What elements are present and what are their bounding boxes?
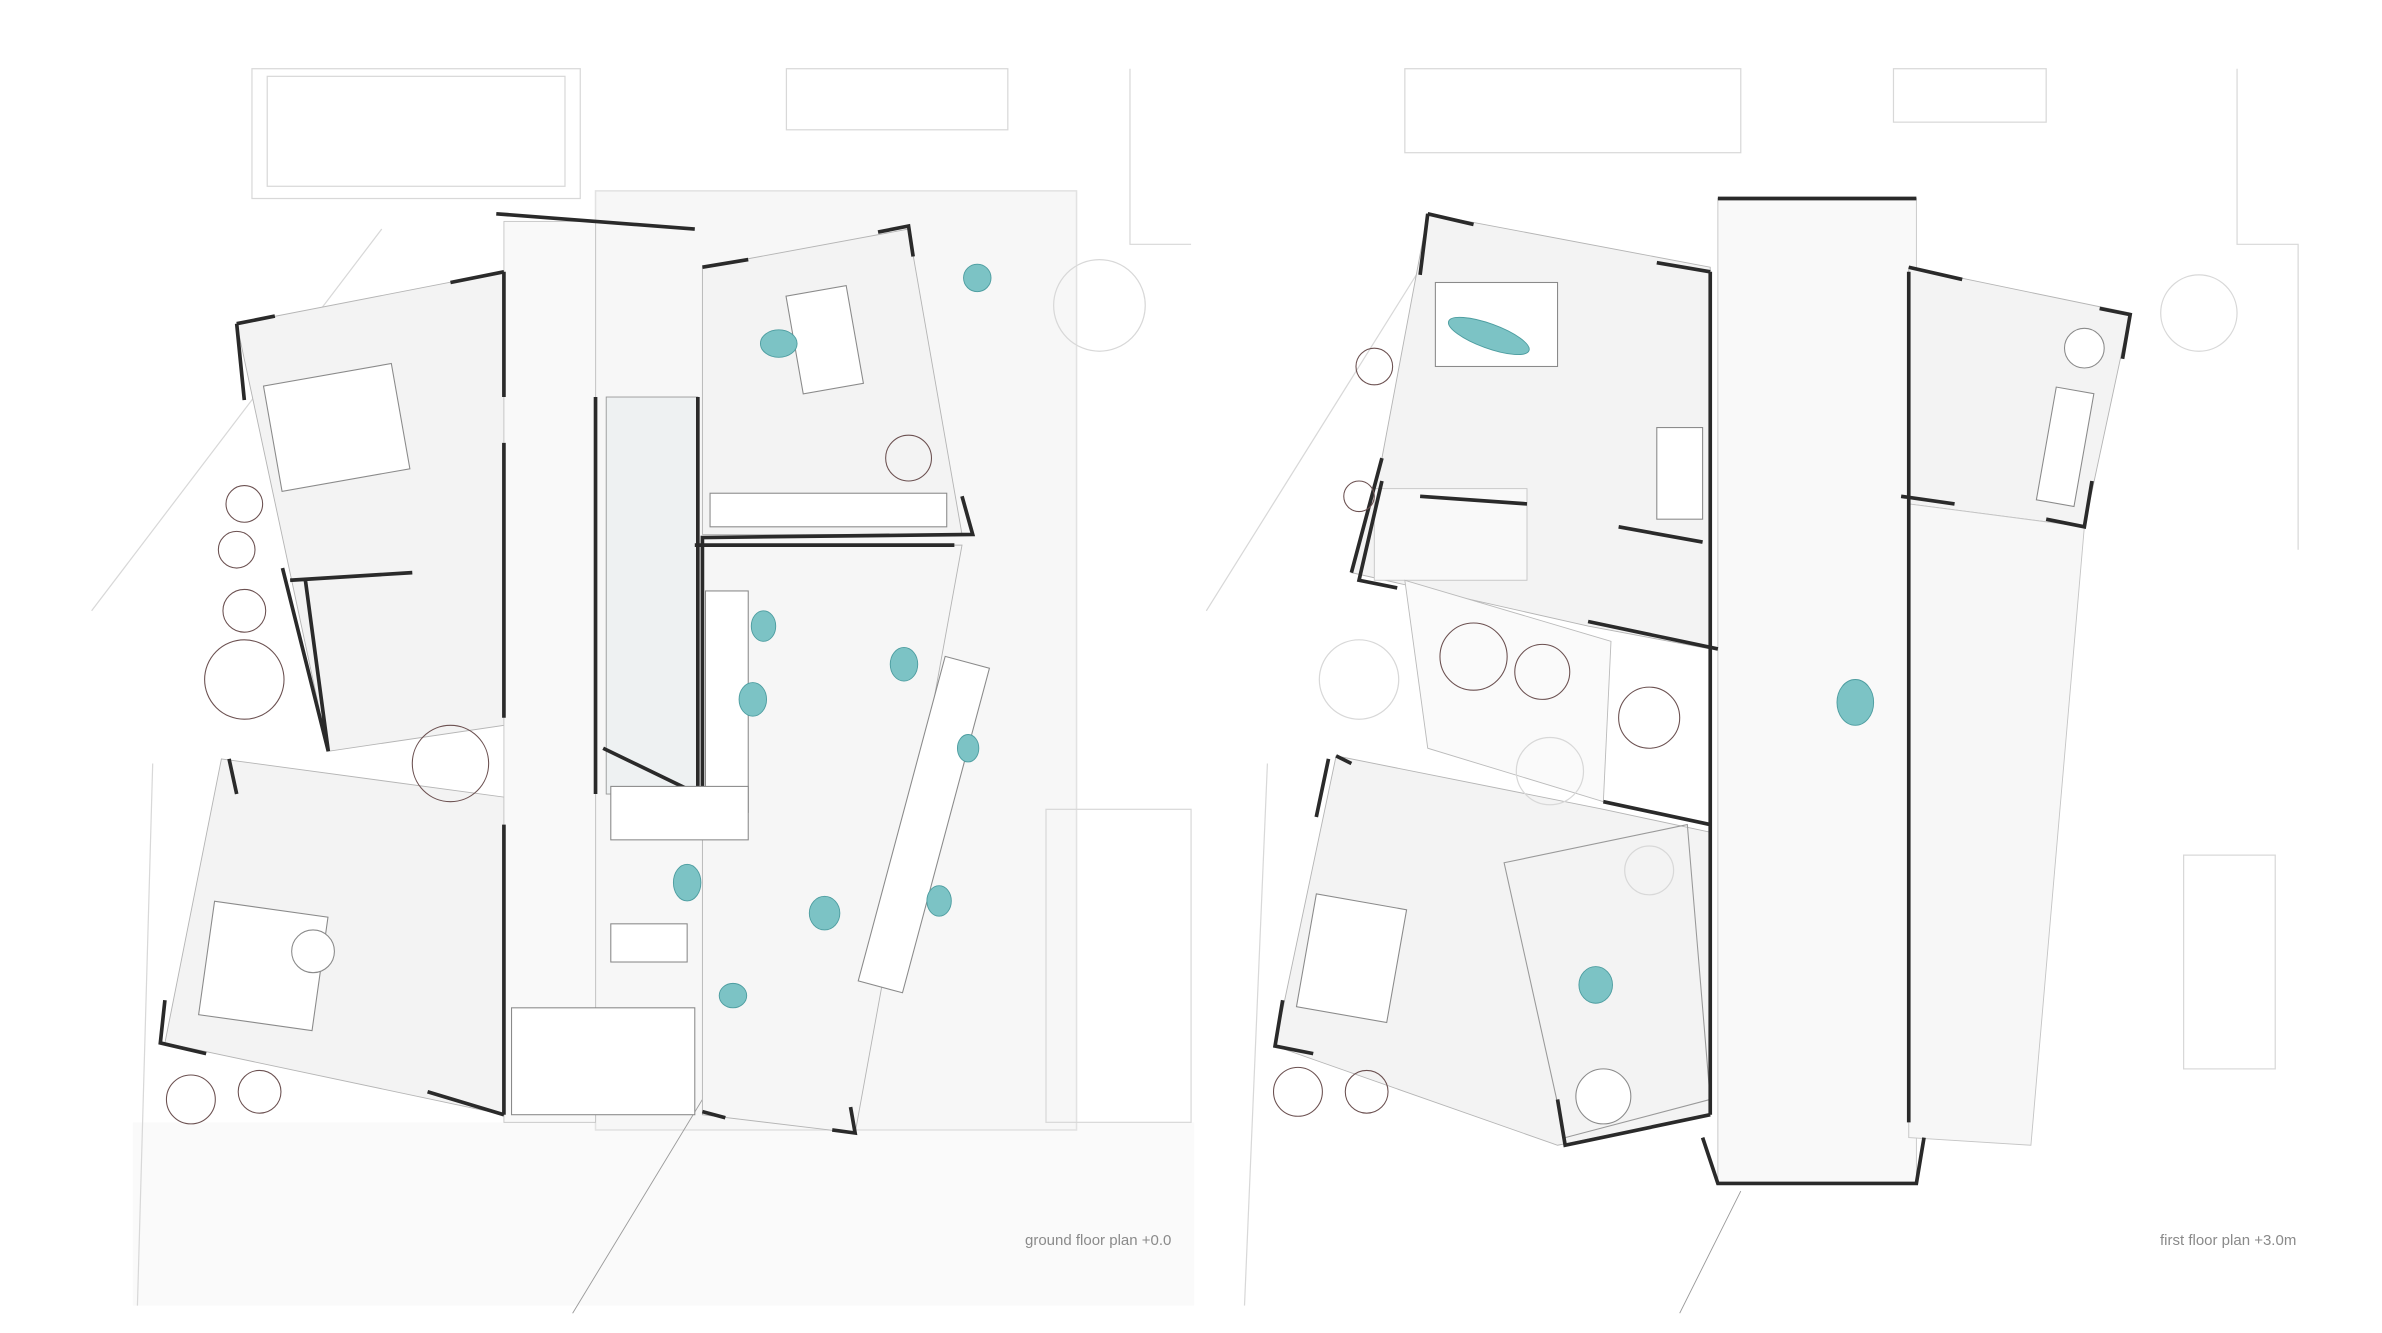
side-table [291,929,335,974]
stair-void [605,396,699,795]
shelf [610,785,749,841]
furniture [1295,281,2105,1125]
bed [262,362,411,492]
people-figures [1447,316,1875,1004]
trees [165,258,1146,1125]
rooms [164,220,963,1134]
first-floor-plan [1205,68,2299,1314]
sofa [1295,893,1408,1024]
first-floor-caption: first floor plan +3.0m [2160,1232,2297,1249]
island-table [857,655,991,994]
sofa [198,900,329,1032]
entrance [511,1007,696,1116]
bridge-walkway [1717,198,1917,1184]
people-figures [672,263,992,1009]
shower [1656,427,1704,520]
bedroom [236,271,505,752]
walls [1272,196,2133,1186]
shelf [610,923,688,963]
desk [2035,386,2095,508]
context-lines [1205,68,2299,1314]
trees [1272,274,2238,1117]
study-room [1908,266,2131,528]
table [2063,327,2105,369]
rooms [1274,198,2131,1184]
ground-floor-plan [91,68,1195,1314]
terrace [1908,503,2085,1146]
worktop [709,492,948,528]
furniture [198,284,991,1032]
walls [158,211,976,1136]
table [1575,1068,1632,1125]
central-corridor [503,220,596,1123]
ground-floor-caption: ground floor plan +0.0 [1025,1232,1172,1249]
